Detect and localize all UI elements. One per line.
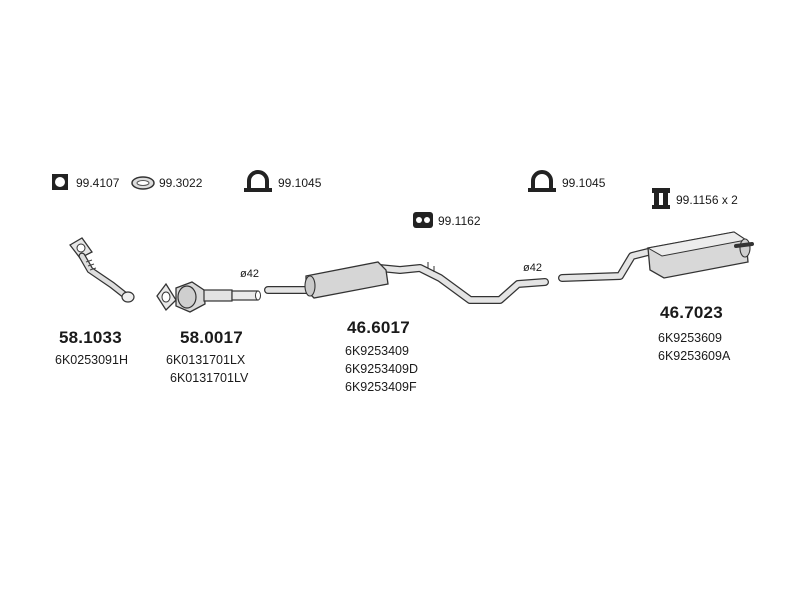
part-number: 46.6017 (347, 318, 410, 337)
oem-number: 6K9253409D (345, 362, 418, 376)
gasket-icon (131, 176, 155, 190)
front-pipe-illustration (69, 237, 135, 303)
part-number: 58.0017 (180, 328, 243, 347)
oem-number: 6K0131701LV (170, 371, 249, 385)
accessory-code: 99.1045 (278, 176, 322, 190)
oem-number: 6K0131701LX (166, 353, 246, 367)
clamp-ring-icon (52, 174, 68, 190)
part-number: 46.7023 (660, 303, 723, 322)
accessory-code: 99.4107 (76, 176, 120, 190)
accessory-code: 99.3022 (159, 176, 203, 190)
bracket-icon (652, 188, 670, 209)
oem-number: 6K9253409 (345, 344, 409, 358)
middle-pipe-illustration (264, 261, 549, 304)
u-clamp-icon (528, 170, 556, 192)
u-clamp-icon (244, 170, 272, 192)
part-number: 58.1033 (59, 328, 122, 347)
rubber-hanger-icon (413, 212, 433, 228)
rear-silencer-illustration (558, 231, 754, 282)
oem-number: 6K9253409F (345, 380, 417, 394)
oem-number: 6K9253609A (658, 349, 731, 363)
accessory-code: 99.1156 x 2 (676, 193, 738, 207)
oem-number: 6K0253091H (55, 353, 128, 367)
diameter-label: ø42 (240, 268, 259, 280)
accessory-code: 99.1162 (438, 214, 481, 228)
diameter-label: ø42 (523, 262, 542, 274)
oem-number: 6K9253609 (658, 331, 722, 345)
accessory-code: 99.1045 (562, 176, 606, 190)
catalytic-converter-illustration (156, 281, 261, 313)
